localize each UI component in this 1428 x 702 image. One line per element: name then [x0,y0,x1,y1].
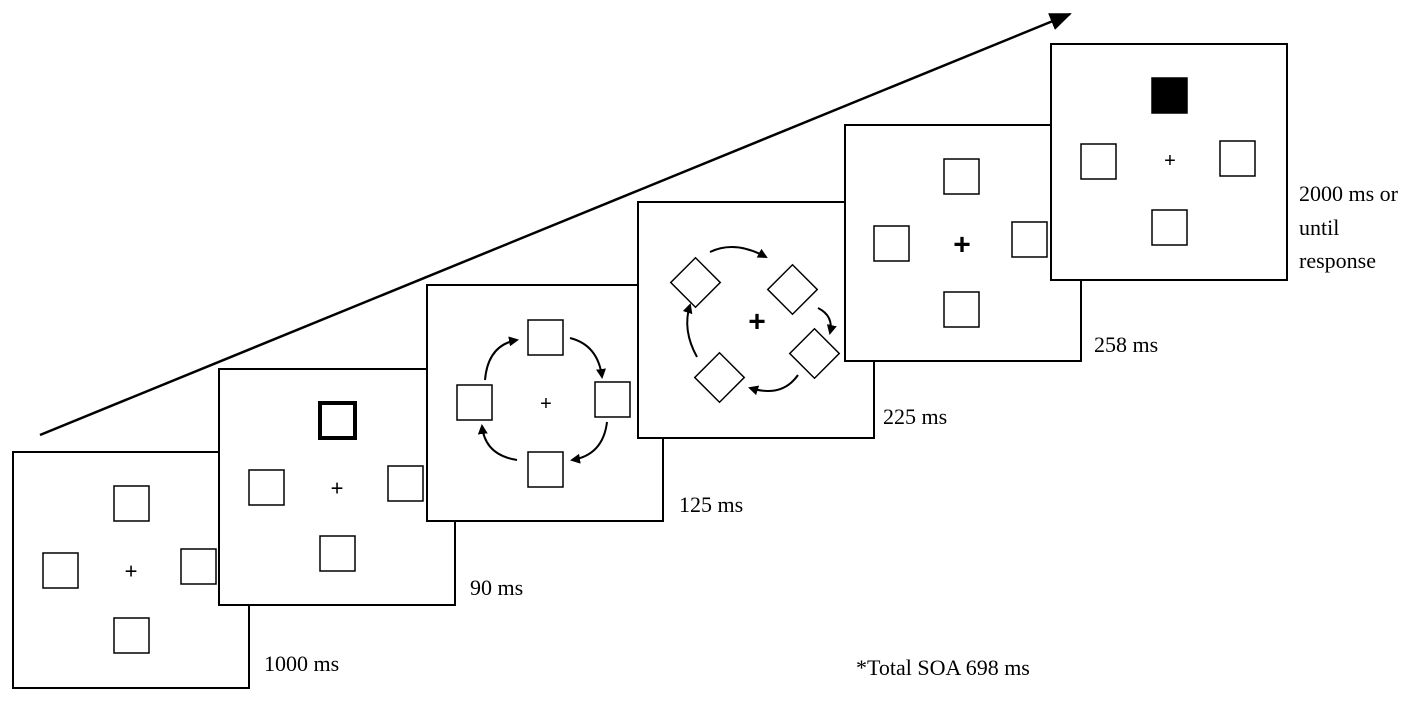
fixation-cross: + [125,559,138,584]
placeholder-box-bottom [113,617,150,654]
rotated-box-bottom-right [788,327,841,380]
placeholder-box-bottom [943,291,980,328]
placeholder-box-left [1080,143,1117,180]
frame-4-screen [637,201,875,439]
placeholder-box-bottom [319,535,356,572]
rotation-arrow-icon [570,421,608,464]
fixation-cross: + [953,229,971,262]
placeholder-box-left [873,225,910,262]
total-soa-footnote: *Total SOA 698 ms [856,655,1030,680]
frame-6-duration-line-1: 2000 ms or [1299,181,1399,206]
rotation-arrow-icon [484,336,519,381]
placeholder-box-left [248,469,285,506]
rotation-arrow-icon [682,303,698,358]
placeholder-box-bottom [527,451,564,488]
cue-box-top [318,401,357,440]
placeholder-box-left [456,384,493,421]
frame-2-duration: 90 ms [470,575,523,600]
time-arrow [39,12,1072,437]
frame-4-duration: 225 ms [883,404,947,429]
target-filled-box [1151,77,1188,114]
rotated-box-top-left [669,256,722,309]
fixation-cross: + [1164,150,1176,172]
rotation-arrow-icon [817,307,837,335]
frame-5: + 258 ms [844,124,1158,362]
placeholder-box-bottom [1151,209,1188,246]
frame-3: + 125 ms [426,284,743,522]
frame-3-duration: 125 ms [679,492,743,517]
fixation-cross: + [748,306,766,339]
fixation-cross: + [331,476,344,501]
placeholder-box-top [943,158,980,195]
placeholder-box-right [387,465,424,502]
frame-1: + 1000 ms [12,451,339,689]
placeholder-box-right [594,381,631,418]
placeholder-box-right [1011,221,1048,258]
placeholder-box-left [42,552,79,589]
frame-1-duration: 1000 ms [264,651,339,676]
frame-5-duration: 258 ms [1094,332,1158,357]
frame-6-duration: 2000 ms or until response [1299,181,1404,273]
rotation-arrow-icon [569,337,606,379]
rotation-arrow-icon [477,424,518,461]
frame-6-duration-line-3: response [1299,248,1376,273]
frame-2: + 90 ms [218,368,523,606]
rotated-box-bottom-left [693,351,746,404]
rotation-arrow-icon [709,246,768,258]
frame-6: + 2000 ms or until response [1050,43,1404,281]
rotated-box-top-right [766,263,819,316]
placeholder-box-top [527,319,564,356]
placeholder-box-right [1219,140,1256,177]
placeholder-box-right [180,548,217,585]
frame-6-duration-line-2: until [1299,215,1339,240]
placeholder-box-top [113,485,150,522]
rotation-arrow-icon [748,374,799,396]
frame-4: + 225 ms [637,201,947,439]
fixation-cross: + [540,393,552,415]
